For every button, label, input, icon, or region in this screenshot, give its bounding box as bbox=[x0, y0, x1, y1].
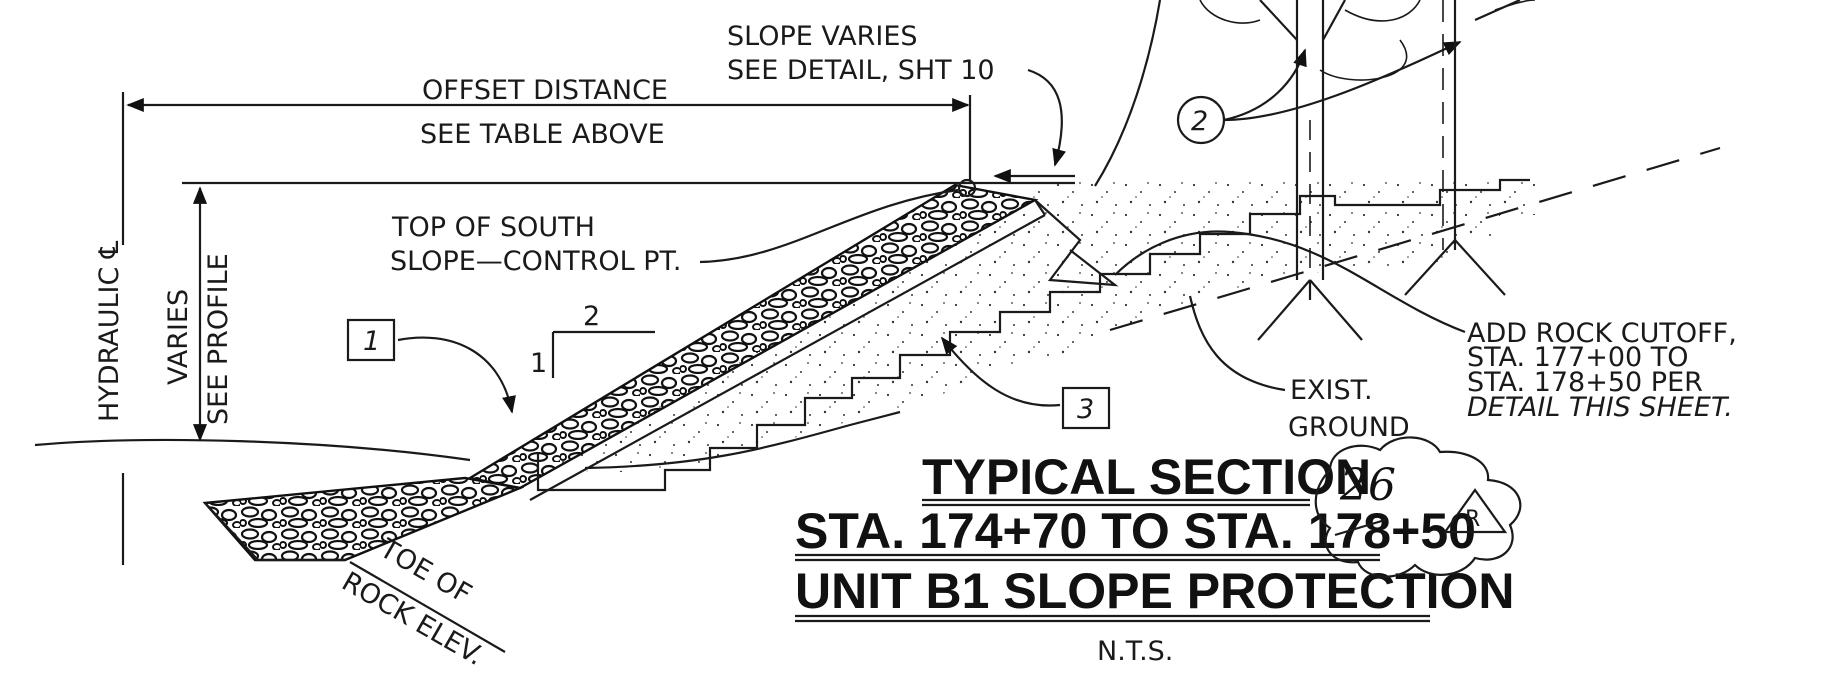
top-of-south-note: TOP OF SOUTH SLOPE—CONTROL PT. bbox=[390, 188, 959, 277]
hydraulic-centerline: HYDRAULIC ℄ bbox=[94, 92, 125, 565]
slope-varies-label-2: SEE DETAIL, SHT 10 bbox=[727, 55, 995, 86]
title-line-1: TYPICAL SECTION bbox=[922, 449, 1371, 505]
revision-cloud: 26 bbox=[1314, 436, 1522, 578]
rock-slope-protection bbox=[202, 183, 1046, 562]
revision-mark: R bbox=[1465, 507, 1480, 532]
fill-region bbox=[540, 180, 1535, 472]
varies-label: VARIES bbox=[163, 289, 194, 385]
bench-cut-steps bbox=[536, 178, 1530, 492]
callout-2-label: 2 bbox=[1191, 106, 1208, 137]
rock-cutoff-label-1: ADD ROCK CUTOFF, bbox=[1467, 318, 1737, 349]
rock-cutoff-label-3: STA. 178+50 PER bbox=[1467, 367, 1703, 398]
hydraulic-label: HYDRAULIC ℄ bbox=[94, 240, 125, 422]
exist-label-1: EXIST. bbox=[1290, 375, 1373, 406]
callout-2: 2 bbox=[1176, 41, 1462, 145]
exist-ground-note: EXIST. GROUND bbox=[1188, 295, 1410, 443]
callout-1-label: 1 bbox=[363, 326, 380, 357]
slope-varies-label-1: SLOPE VARIES bbox=[727, 21, 918, 52]
title-line-2: STA. 174+70 TO STA. 178+50 bbox=[795, 503, 1476, 559]
slope-ratio-symbol: 2 1 bbox=[530, 301, 655, 379]
callout-1: 1 bbox=[346, 318, 516, 414]
callout-3: 3 bbox=[940, 336, 1111, 430]
offset-label-2: SEE TABLE ABOVE bbox=[420, 119, 665, 150]
exist-label-2: GROUND bbox=[1288, 412, 1410, 443]
revision-triangle-icon: R bbox=[1442, 488, 1508, 534]
top-south-label-1: TOP OF SOUTH bbox=[391, 212, 595, 243]
tree-leader-line bbox=[1094, 0, 1162, 187]
tree-icon bbox=[1199, 0, 1421, 341]
existing-ground-line bbox=[34, 146, 1721, 470]
slope-rise-label: 1 bbox=[530, 348, 547, 379]
rock-cutoff-note: ADD ROCK CUTOFF, STA. 177+00 TO STA. 178… bbox=[1114, 230, 1737, 423]
see-profile-label: SEE PROFILE bbox=[203, 253, 234, 425]
slope-varies-note: SLOPE VARIES SEE DETAIL, SHT 10 bbox=[727, 21, 1075, 184]
top-south-label-2: SLOPE—CONTROL PT. bbox=[390, 246, 681, 277]
title-block: TYPICAL SECTION STA. 174+70 TO STA. 178+… bbox=[795, 449, 1515, 667]
slope-control-point bbox=[957, 178, 977, 198]
varies-dimension: VARIES SEE PROFILE bbox=[163, 181, 1075, 442]
offset-dimension: OFFSET DISTANCE SEE TABLE ABOVE bbox=[126, 75, 972, 180]
offset-label-1: OFFSET DISTANCE bbox=[422, 75, 668, 106]
rock-cutoff-toe bbox=[1034, 199, 1119, 287]
scale-label: N.T.S. bbox=[1097, 636, 1173, 667]
callout-3-label: 3 bbox=[1077, 394, 1094, 425]
rock-cutoff-label-2: STA. 177+00 TO bbox=[1467, 342, 1689, 373]
title-line-3: UNIT B1 SLOPE PROTECTION bbox=[795, 563, 1515, 619]
slope-run-label: 2 bbox=[583, 301, 600, 332]
rock-cutoff-label-4: DETAIL THIS SHEET. bbox=[1467, 392, 1733, 423]
revision-handwritten: 26 bbox=[1339, 460, 1396, 511]
tree-icon bbox=[1404, 0, 1536, 296]
